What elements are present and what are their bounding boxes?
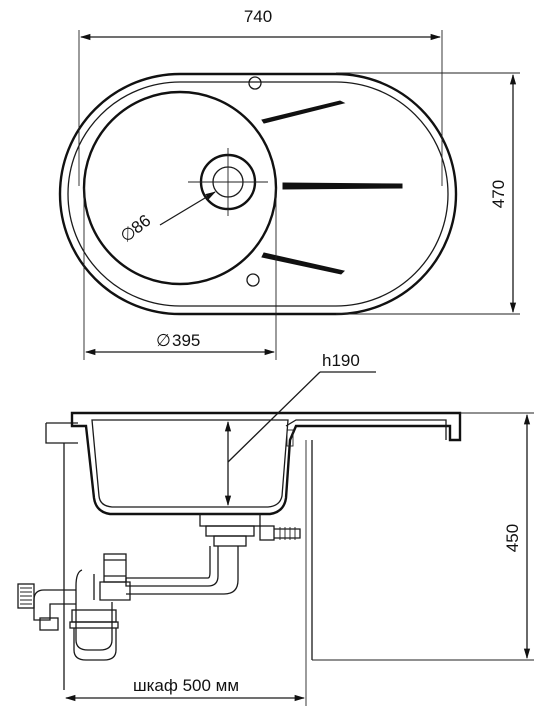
- tap-hole-bottom: [246, 273, 260, 287]
- bowl-diameter-label: 395: [172, 331, 200, 350]
- cabinet-dimension-label: шкаф 500 мм: [133, 676, 239, 695]
- bowl-depth-label: h190: [322, 351, 360, 370]
- sink-profile-outer: [70, 411, 462, 516]
- bowl-diameter-symbol: ∅: [156, 331, 171, 350]
- sink-inner-rim: [67, 81, 449, 307]
- drainboard-rib-lower: [261, 252, 345, 275]
- side-view: h190: [17, 351, 534, 706]
- drain-diameter-leader: [159, 191, 216, 226]
- top-view: ∅ 86 740 470 ∅ 395: [58, 7, 520, 360]
- round-bowl: [82, 90, 278, 286]
- bowl-depth-leader: [227, 371, 321, 463]
- height-dimension-label: 450: [503, 524, 522, 552]
- width-dimension-label: 740: [244, 7, 272, 26]
- waste-pipework: [17, 513, 301, 661]
- drainboard-rib-middle: [282, 182, 403, 190]
- tap-hole-top: [248, 76, 262, 90]
- drainboard-rib-upper: [261, 100, 346, 124]
- sink-profile-inner: [91, 419, 289, 508]
- depth-dimension-label: 470: [489, 180, 508, 208]
